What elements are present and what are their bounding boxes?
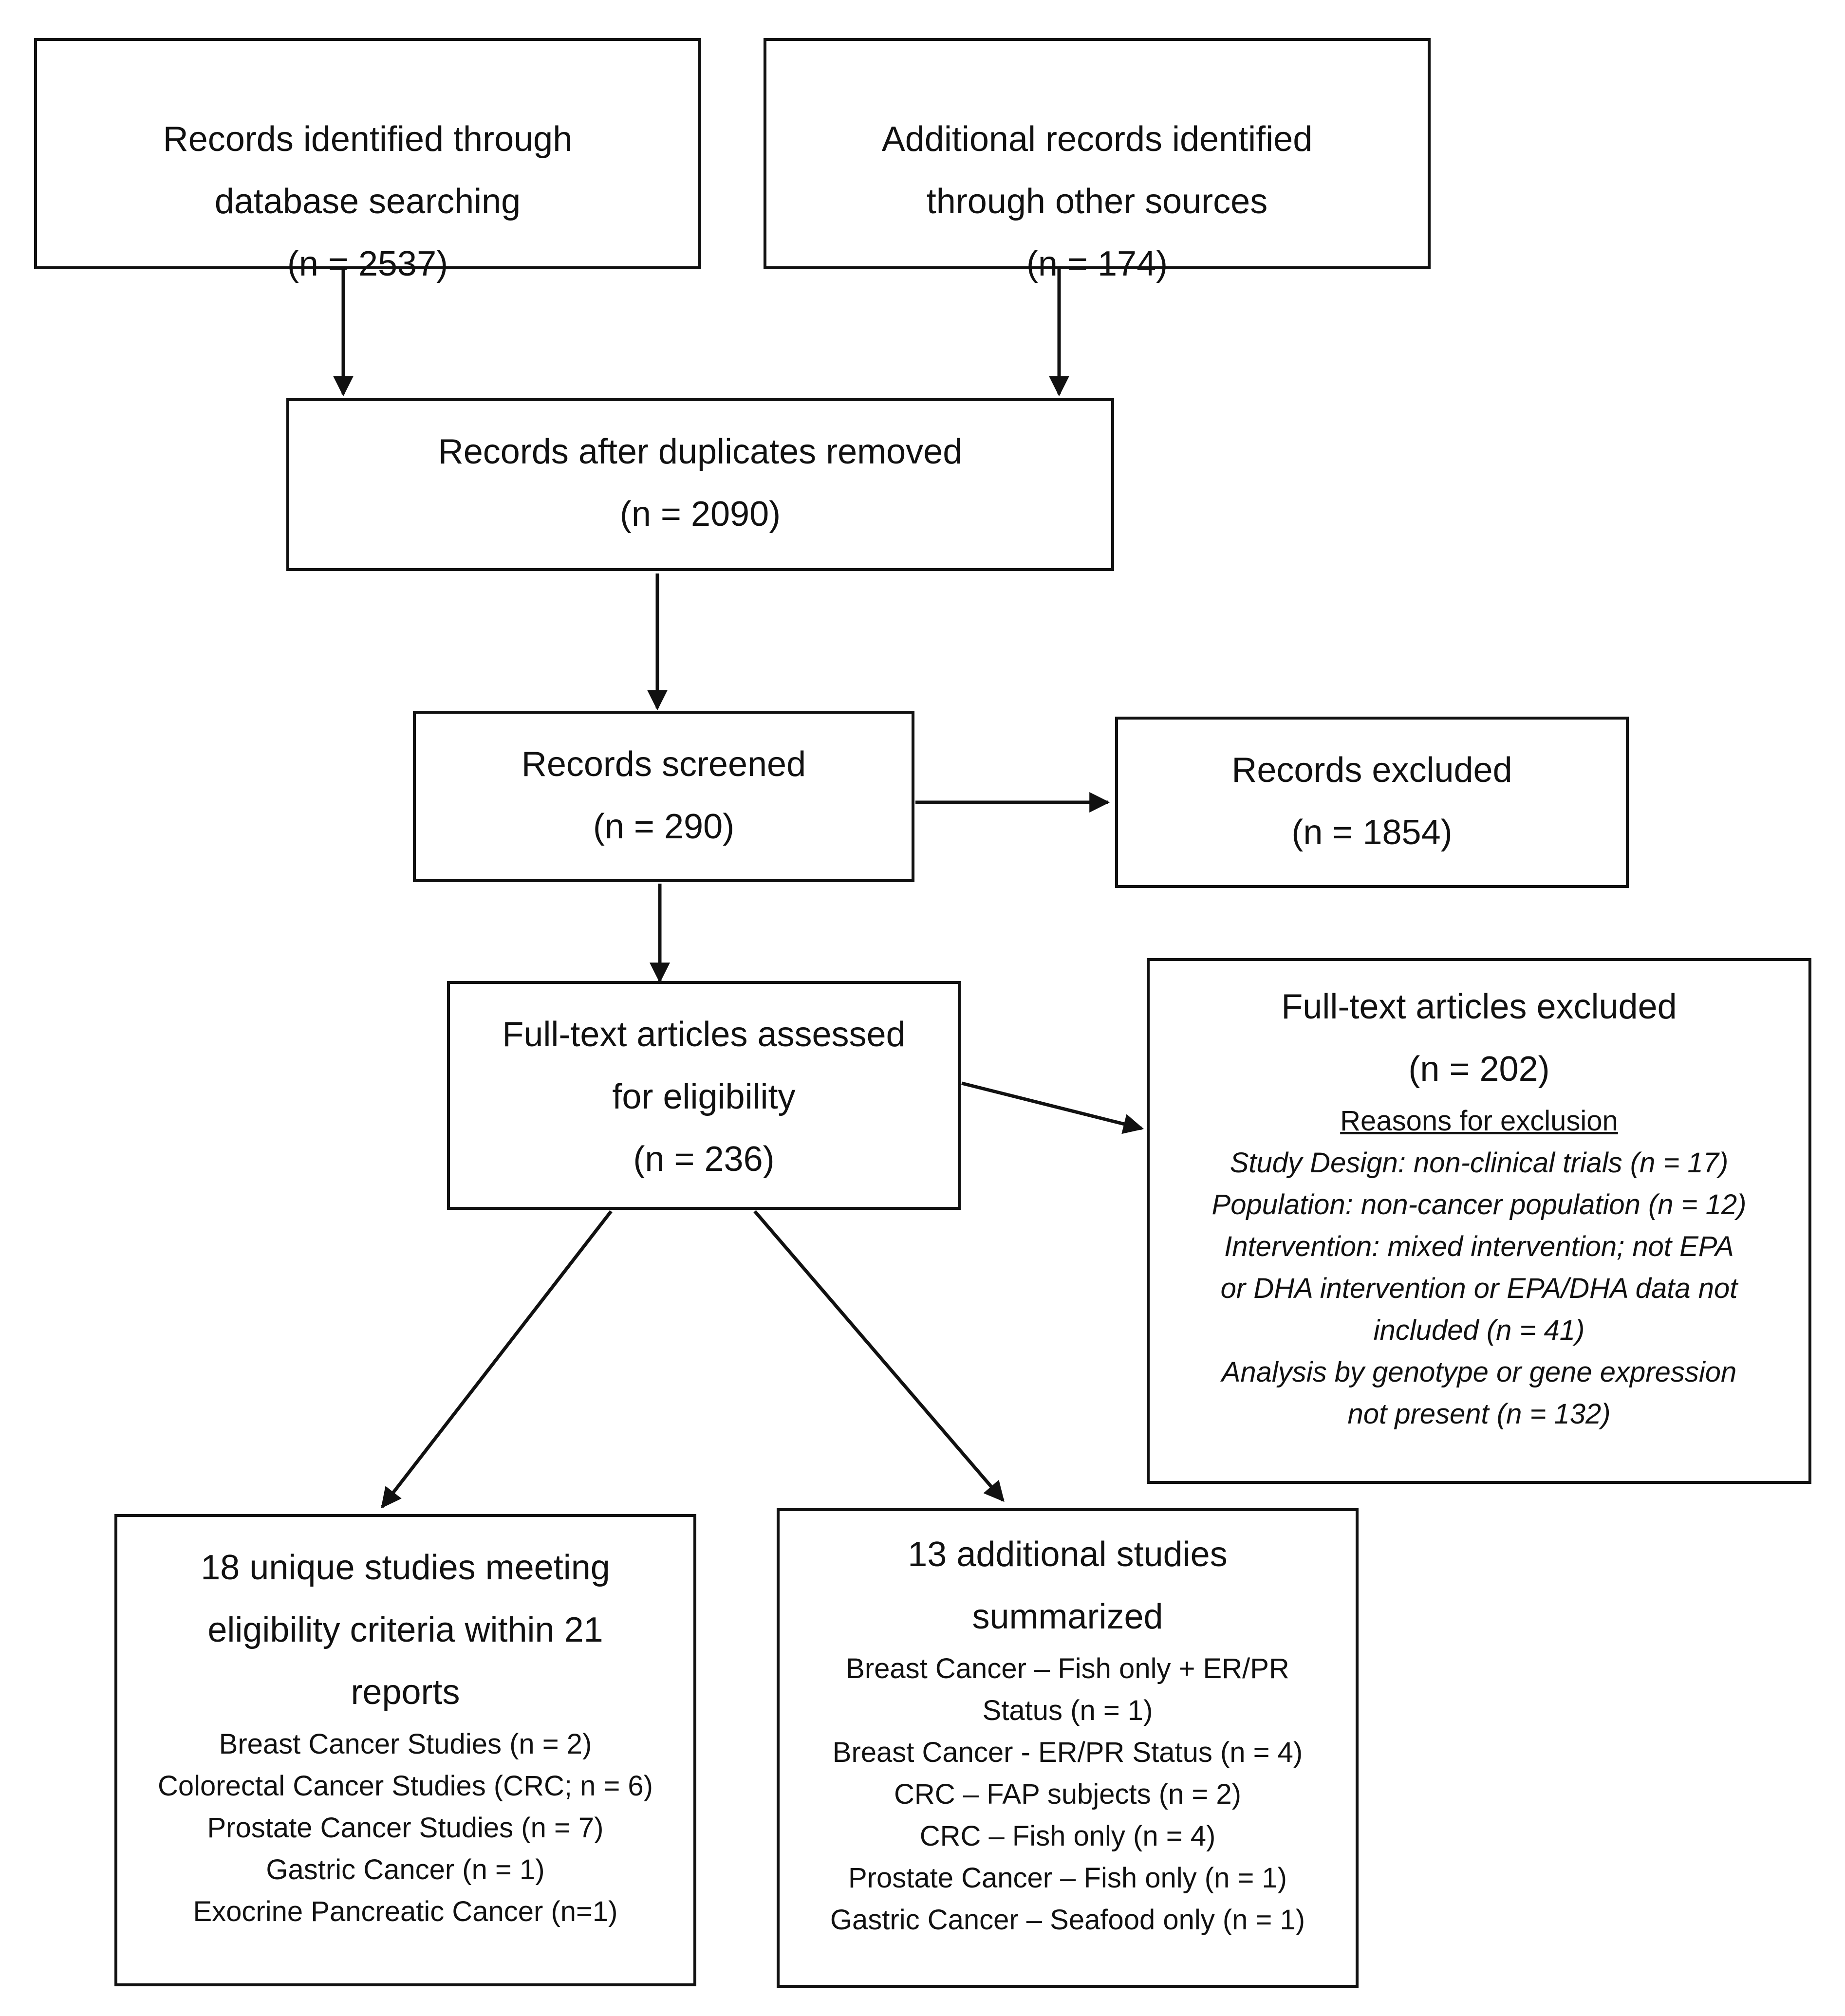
exclusion-reason: not present (n = 132) <box>1347 1398 1611 1430</box>
exclusion-reason: or DHA intervention or EPA/DHA data not <box>1220 1273 1738 1304</box>
duplicates-removed-count: (n = 2090) <box>619 495 781 534</box>
unique-study-item: Breast Cancer Studies (n = 2) <box>219 1728 592 1760</box>
exclusion-reason: Intervention: mixed intervention; not EP… <box>1224 1231 1734 1262</box>
records-excluded-box: Records excluded (n = 1854) <box>1115 717 1629 888</box>
unique-study-item: Prostate Cancer Studies (n = 7) <box>207 1812 604 1844</box>
unique-study-item: Colorectal Cancer Studies (CRC; n = 6) <box>157 1770 653 1802</box>
additional-studies-box: 13 additional studies summarized Breast … <box>777 1508 1359 1988</box>
records-screened-box: Records screened (n = 290) <box>413 711 914 882</box>
additional-records-title-line-1: Additional records identified <box>881 120 1313 159</box>
records-screened-count: (n = 290) <box>593 807 735 846</box>
unique-studies-title-line-1: 18 unique studies meeting <box>201 1548 610 1587</box>
unique-studies-title-line-2: eligibility criteria within 21 <box>207 1610 603 1649</box>
exclusion-reasons-heading: Reasons for exclusion <box>1340 1105 1618 1137</box>
additional-study-item: CRC – Fish only (n = 4) <box>919 1820 1216 1852</box>
unique-studies-title-line-3: reports <box>351 1673 460 1712</box>
records-identified-box: Records identified through database sear… <box>34 38 701 283</box>
additional-records-title-line-2: through other sources <box>926 182 1268 221</box>
arrow-fulltext-to-additional-studies <box>753 1210 1005 1502</box>
arrow-fulltext-to-unique-studies <box>381 1210 613 1509</box>
additional-studies-title-line-2: summarized <box>972 1597 1163 1636</box>
fulltext-assessed-title-line-1: Full-text articles assessed <box>502 1015 906 1054</box>
exclusion-reason: Analysis by genotype or gene expression <box>1221 1356 1737 1388</box>
additional-study-item: Breast Cancer - ER/PR Status (n = 4) <box>832 1737 1303 1768</box>
fulltext-assessed-box: Full-text articles assessed for eligibil… <box>447 981 961 1210</box>
additional-studies-title-line-1: 13 additional studies <box>908 1535 1228 1574</box>
records-identified-count: (n = 2537) <box>287 244 448 283</box>
additional-records-count: (n = 174) <box>1026 244 1168 283</box>
additional-records-box: Additional records identified through ot… <box>764 38 1431 283</box>
arrow-fulltext-to-fulltext-excluded <box>961 1081 1144 1134</box>
records-excluded-title: Records excluded <box>1231 751 1512 790</box>
fulltext-assessed-count: (n = 236) <box>633 1140 775 1179</box>
exclusion-reason: included (n = 41) <box>1373 1314 1585 1346</box>
fulltext-excluded-count: (n = 202) <box>1408 1050 1550 1089</box>
exclusion-reason: Study Design: non-clinical trials (n = 1… <box>1230 1147 1729 1179</box>
additional-study-item: Prostate Cancer – Fish only (n = 1) <box>848 1862 1287 1894</box>
records-identified-title-line-2: database searching <box>214 182 521 221</box>
additional-study-item: Breast Cancer – Fish only + ER/PR <box>846 1653 1289 1684</box>
additional-study-item: Status (n = 1) <box>982 1695 1153 1726</box>
fulltext-excluded-title: Full-text articles excluded <box>1281 987 1677 1026</box>
duplicates-removed-box: Records after duplicates removed (n = 209… <box>286 398 1114 571</box>
records-screened-title: Records screened <box>521 745 806 784</box>
fulltext-assessed-title-line-2: for eligibility <box>612 1077 796 1116</box>
records-identified-title-line-1: Records identified through <box>163 120 573 159</box>
additional-study-item: CRC – FAP subjects (n = 2) <box>894 1778 1241 1810</box>
unique-study-item: Exocrine Pancreatic Cancer (n=1) <box>193 1896 618 1927</box>
records-excluded-count: (n = 1854) <box>1291 813 1453 852</box>
unique-studies-box: 18 unique studies meeting eligibility cr… <box>114 1514 696 1986</box>
duplicates-removed-title: Records after duplicates removed <box>438 432 963 471</box>
additional-study-item: Gastric Cancer – Seafood only (n = 1) <box>830 1904 1305 1936</box>
exclusion-reason: Population: non-cancer population (n = 1… <box>1211 1189 1747 1221</box>
fulltext-excluded-box: Full-text articles excluded (n = 202) Re… <box>1147 958 1811 1484</box>
unique-study-item: Gastric Cancer (n = 1) <box>266 1854 545 1886</box>
